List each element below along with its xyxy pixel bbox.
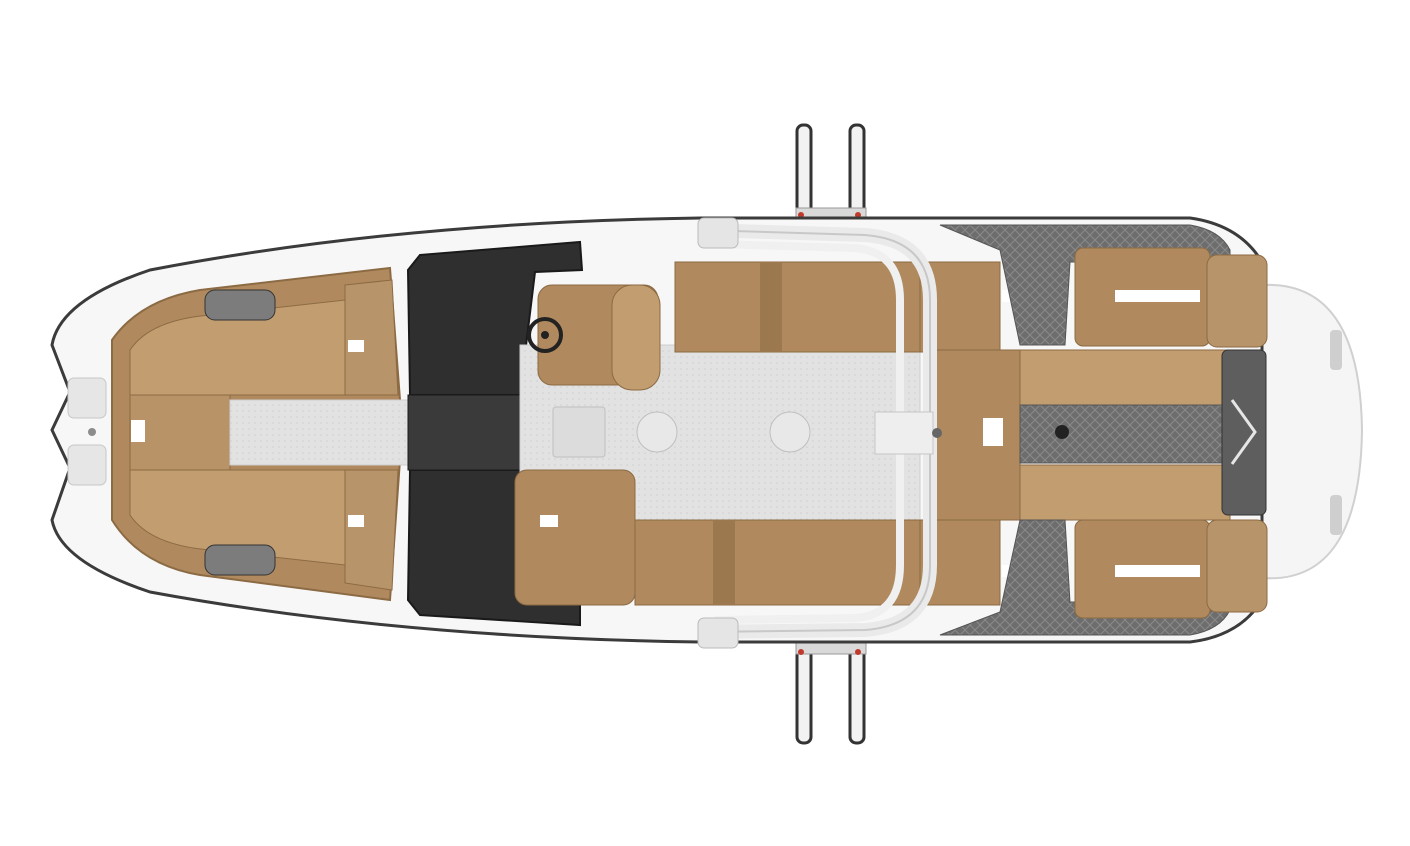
port-seating: [674, 261, 1030, 353]
stern-cap: [1261, 283, 1364, 580]
center-tread: [1019, 404, 1223, 464]
wake-tower: [697, 217, 942, 649]
bow-vents: [67, 377, 107, 486]
stern-lounges: [1074, 247, 1268, 619]
bow-seating: [111, 266, 401, 602]
bow-walkway: [229, 399, 411, 466]
board-rack-top: [795, 123, 867, 223]
floor-hatch-2: [769, 411, 811, 453]
helm: [527, 284, 661, 391]
board-rack-bottom: [795, 639, 867, 745]
floor-hatch-1: [636, 411, 678, 453]
stern-logo-plate: [1221, 349, 1267, 516]
steering-wheel-icon: [527, 317, 563, 353]
